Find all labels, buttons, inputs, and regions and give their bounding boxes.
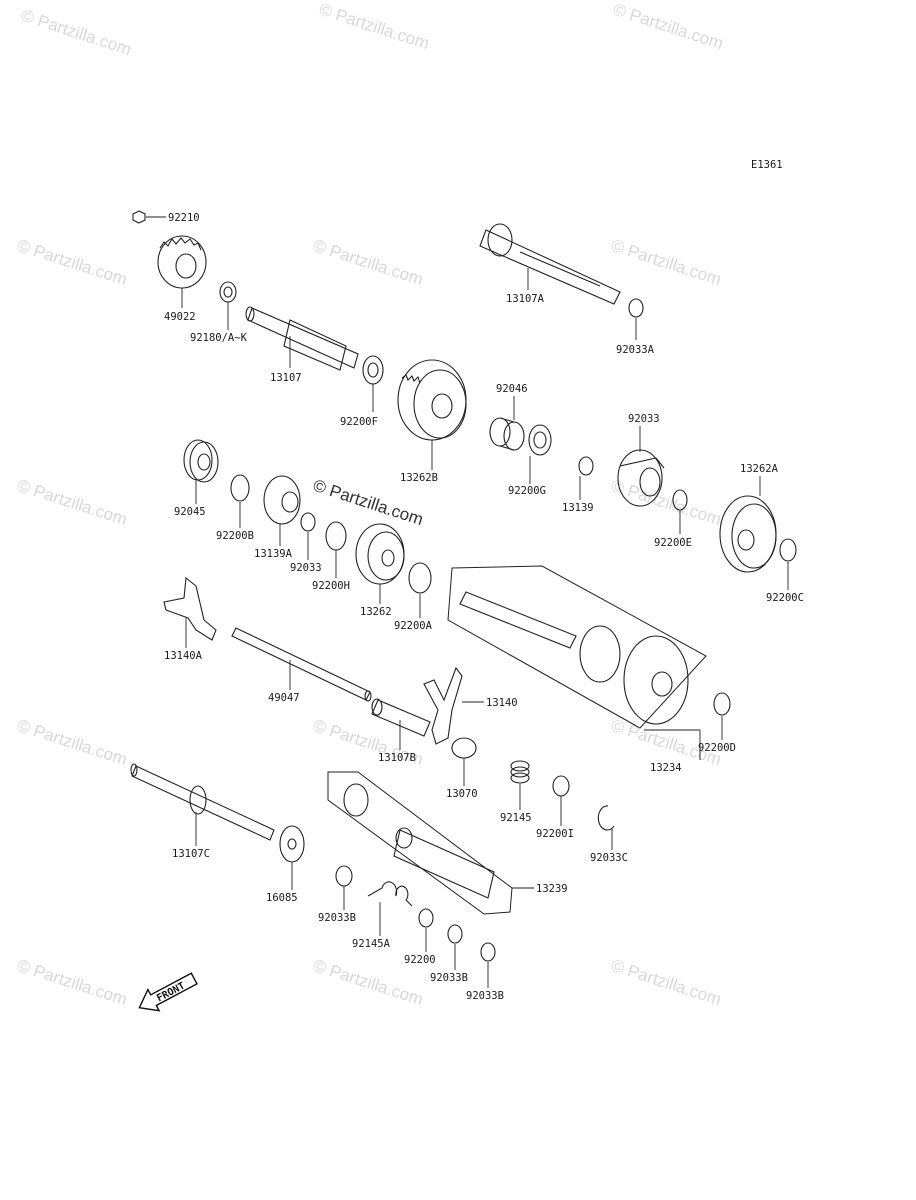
- part-label[interactable]: 92200I: [536, 828, 574, 840]
- part-label[interactable]: 92033C: [590, 852, 628, 864]
- part-label[interactable]: 92180/A~K: [190, 332, 248, 344]
- part-label[interactable]: 49047: [268, 692, 300, 704]
- part-label[interactable]: 92033B: [318, 912, 356, 924]
- part-label[interactable]: 49022: [164, 311, 196, 323]
- spring-92145: [510, 760, 530, 784]
- bearing-92045: [183, 439, 219, 483]
- part-label[interactable]: 92033: [628, 413, 660, 425]
- part-label[interactable]: 16085: [266, 892, 298, 904]
- watermark: © Partzilla.com: [609, 476, 724, 529]
- washer-92200I: [552, 775, 570, 797]
- diagram-code: E1361: [751, 159, 783, 171]
- part-label[interactable]: 13139: [562, 502, 594, 514]
- part-label[interactable]: 13140: [486, 697, 518, 709]
- sleeve-13107B: [371, 698, 431, 737]
- watermark: © Partzilla.com: [15, 236, 130, 289]
- part-label[interactable]: 92200C: [766, 592, 804, 604]
- shaft-13234: [459, 591, 689, 725]
- part-label[interactable]: 13107A: [506, 293, 545, 305]
- part-label[interactable]: 92200: [404, 954, 436, 966]
- gear-13262A: [719, 495, 777, 573]
- washer-92200G: [528, 424, 552, 456]
- rod-49047: [231, 627, 372, 702]
- part-drawings: [130, 210, 797, 962]
- fork-13140: [423, 666, 463, 745]
- part-label[interactable]: 92210: [168, 212, 200, 224]
- part-13070: [451, 737, 477, 759]
- gear-13262B: [397, 359, 467, 441]
- part-label[interactable]: 92033: [290, 562, 322, 574]
- bearing-92046: [489, 417, 525, 451]
- part-label[interactable]: 13107C: [172, 848, 210, 860]
- part-label[interactable]: 92200D: [698, 742, 736, 754]
- part-label[interactable]: 92200H: [312, 580, 350, 592]
- circlip-92033A: [628, 298, 644, 318]
- washer-92033B: [335, 865, 353, 887]
- nut-92210: [132, 210, 146, 224]
- assembly-frame-13239: [327, 771, 513, 915]
- shaft-13107A: [479, 223, 621, 305]
- part-label[interactable]: 13070: [446, 788, 478, 800]
- part-label[interactable]: 92033B: [466, 990, 504, 1002]
- assembly-frame-13234: [447, 565, 707, 729]
- front-arrow-icon: [138, 972, 198, 1012]
- watermark: © Partzilla.com: [311, 236, 426, 289]
- washer-92200F: [362, 355, 384, 385]
- part-label[interactable]: 13262B: [400, 472, 438, 484]
- part-label[interactable]: 92145A: [352, 938, 391, 950]
- part-label[interactable]: 13140A: [164, 650, 203, 662]
- hub-13139A: [263, 475, 301, 525]
- part-labels: 92210 49022 92180/A~K 13107 92200F 13262…: [164, 212, 804, 1002]
- part-label[interactable]: 92200F: [340, 416, 378, 428]
- part-label[interactable]: 13107B: [378, 752, 416, 764]
- part-label[interactable]: 92145: [500, 812, 532, 824]
- part-label[interactable]: 13139A: [254, 548, 293, 560]
- part-label[interactable]: 92200B: [216, 530, 254, 542]
- washer-92200C: [779, 538, 797, 562]
- gear-13262: [355, 523, 405, 585]
- circlip-92033-lower: [300, 512, 316, 532]
- part-label[interactable]: 13234: [650, 762, 682, 774]
- front-arrow: FRONT: [138, 972, 198, 1012]
- washer-92200B: [230, 474, 250, 502]
- circlip-92033C: [597, 805, 615, 831]
- fork-13140A: [163, 576, 217, 641]
- watermark: © Partzilla.com: [317, 0, 432, 53]
- watermark: © Partzilla.com: [19, 6, 134, 59]
- part-label[interactable]: 13262A: [740, 463, 779, 475]
- part-label[interactable]: 92046: [496, 383, 528, 395]
- washer-92033B-2: [447, 924, 463, 944]
- washer-92200A: [408, 562, 432, 594]
- part-label[interactable]: 92200A: [394, 620, 433, 632]
- watermark: © Partzilla.com: [15, 476, 130, 529]
- drum-13239: [343, 783, 495, 899]
- washer-92200: [418, 908, 434, 928]
- part-label[interactable]: 92200E: [654, 537, 692, 549]
- gear-16085: [279, 825, 305, 863]
- part-label[interactable]: 92033B: [430, 972, 468, 984]
- part-label[interactable]: 92045: [174, 506, 206, 518]
- washer-92200D: [713, 692, 731, 716]
- washer-92200H: [325, 521, 347, 551]
- spring-92145A: [367, 881, 413, 907]
- watermark: © Partzilla.com: [609, 236, 724, 289]
- watermark: © Partzilla.com: [15, 956, 130, 1009]
- part-label[interactable]: 13107: [270, 372, 302, 384]
- part-label[interactable]: 13262: [360, 606, 392, 618]
- shaft-13107C: [130, 763, 275, 841]
- shim-92180: [219, 281, 237, 303]
- part-label[interactable]: 92200G: [508, 485, 546, 497]
- shaft-13107: [245, 306, 359, 371]
- gear-49022: [157, 235, 207, 289]
- part-label[interactable]: 92033A: [616, 344, 655, 356]
- circlip-92033: [578, 456, 594, 476]
- leader-lines: [146, 216, 789, 988]
- watermark: © Partzilla.com: [15, 716, 130, 769]
- washer-92033B-3: [480, 942, 496, 962]
- part-label[interactable]: 13239: [536, 883, 568, 895]
- watermark: © Partzilla.com: [609, 956, 724, 1009]
- watermark: © Partzilla.com: [611, 0, 726, 53]
